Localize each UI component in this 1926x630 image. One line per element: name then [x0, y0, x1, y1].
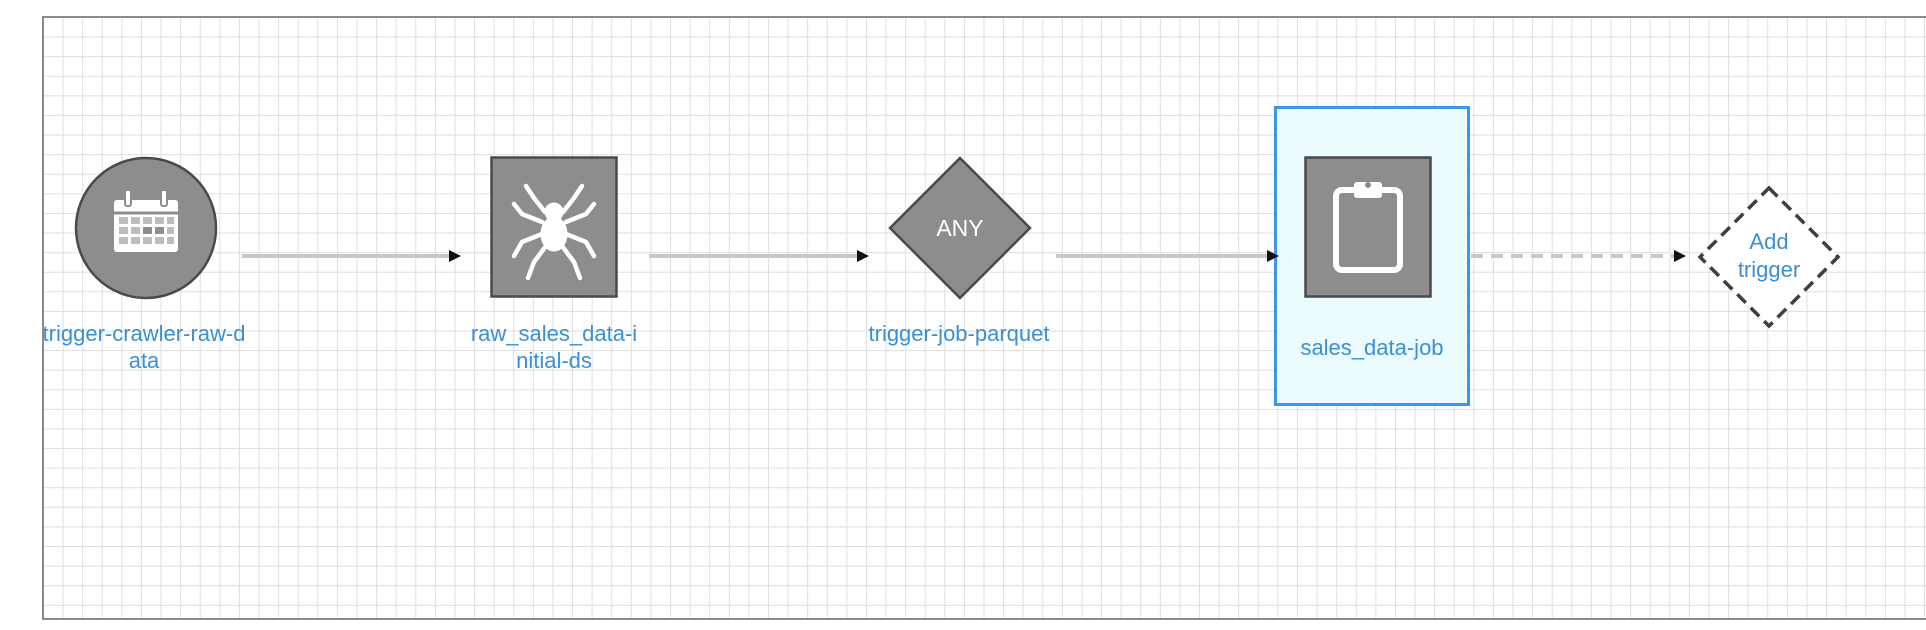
add-trigger-shape: [1697, 185, 1841, 329]
scheduled-trigger-shape: [74, 156, 218, 300]
edge-job-to-add-trigger: [1471, 250, 1686, 262]
spider-icon: [511, 183, 597, 281]
edges-layer: [242, 250, 1686, 262]
node-label-sales_data-job[interactable]: sales_data-job: [1300, 335, 1444, 360]
add-trigger-label: Add trigger: [1737, 229, 1801, 282]
edge-condition-to-job: [1056, 250, 1279, 262]
node-sales_data-job[interactable]: [1304, 156, 1432, 298]
crawler-shape: [490, 156, 618, 298]
calendar-icon: [114, 189, 178, 252]
node-label-trigger-crawler-raw-data[interactable]: trigger-crawler-raw-data: [42, 321, 246, 373]
workflow-graph-canvas[interactable]: trigger-crawler-raw-data: [42, 16, 1926, 620]
edge-trigger-to-crawler: [242, 250, 461, 262]
node-label-raw_sales_data-initial-ds[interactable]: raw_sales_data-initial-ds: [470, 321, 638, 373]
node-label-trigger-job-parquet[interactable]: trigger-job-parquet: [868, 321, 1050, 346]
conditional-trigger-shape: [888, 156, 1032, 300]
edge-crawler-to-condition: [649, 250, 869, 262]
node-trigger-crawler-raw-data[interactable]: [74, 156, 218, 300]
trigger-condition-text: ANY: [936, 215, 984, 241]
node-trigger-job-parquet[interactable]: ANY: [888, 156, 1032, 300]
clipboard-icon: [1333, 182, 1403, 273]
add-trigger-button[interactable]: Add trigger: [1696, 184, 1842, 330]
job-shape: [1304, 156, 1432, 298]
node-raw_sales_data-initial-ds[interactable]: [490, 156, 618, 298]
